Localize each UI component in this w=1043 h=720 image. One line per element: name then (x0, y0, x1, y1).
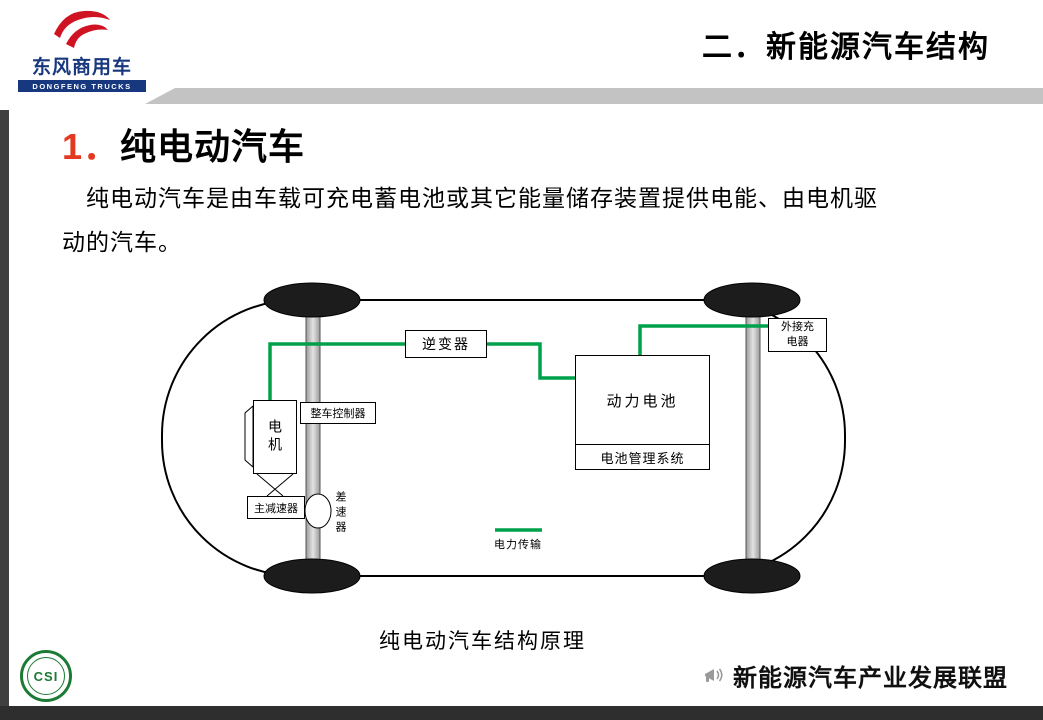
vehicle-controller-box: 整车控制器 (300, 402, 376, 424)
diagram-canvas (161, 282, 846, 594)
differential-symbol (304, 493, 332, 529)
inverter-box: 逆变器 (405, 330, 487, 358)
wheel-rear-left (263, 558, 361, 594)
csi-logo: CSI (20, 650, 72, 702)
section-number: 1． (62, 126, 121, 167)
power-line-motor-inverter (268, 342, 405, 400)
slide-title: 二．新能源汽车结构 (702, 31, 990, 64)
diagram-caption: 纯电动汽车结构原理 (379, 629, 586, 653)
main-reducer-box: 主减速器 (247, 496, 305, 519)
external-charger-line2: 电器 (786, 336, 809, 348)
alliance-footer: 新能源汽车产业发展联盟 (702, 658, 1008, 693)
section-heading: 1．纯电动汽车 (62, 118, 305, 170)
body-line-2: 动的汽车。 (62, 229, 182, 255)
wheel-front-left (263, 282, 361, 318)
battery-management-label: 电池管理系统 (576, 444, 709, 469)
csi-logo-text: CSI (27, 657, 65, 695)
power-line-battery-charger (638, 324, 768, 355)
body-paragraph: 纯电动汽车是由车载可充电蓄电池或其它能量储存装置提供电能、由电机驱 动的汽车。 (62, 176, 992, 264)
rear-axle (745, 315, 761, 563)
megaphone-icon (705, 668, 723, 682)
legend-label: 电力传输 (494, 539, 542, 551)
section-title: 纯电动汽车 (120, 126, 306, 167)
car-body-outline (161, 299, 846, 577)
bottom-edge-bar (0, 706, 1043, 720)
brand-name: 东风商用车 (31, 57, 132, 78)
motor-shaft-line (266, 473, 294, 497)
dongfeng-logo: 东风商用车 DONGFENG TRUCKS (18, 8, 146, 92)
motor-shaft-line (256, 473, 284, 497)
dongfeng-emblem-icon (54, 10, 110, 48)
external-charger-box: 外接充 电器 (768, 318, 827, 352)
wheel-front-right (703, 282, 801, 318)
motor-housing (244, 404, 254, 469)
battery-label: 动力电池 (606, 392, 679, 410)
body-line-1: 纯电动汽车是由车载可充电蓄电池或其它能量储存装置提供电能、由电机驱 (86, 185, 878, 211)
alliance-label: 新能源汽车产业发展联盟 (733, 665, 1008, 692)
external-charger-line1: 外接充 (781, 321, 814, 334)
wheel-rear-right (703, 558, 801, 594)
motor-label: 电机 (267, 419, 283, 455)
motor-box: 电机 (253, 400, 297, 474)
differential-label: 差速器 (334, 490, 346, 536)
ev-structure-diagram: 逆变器 电机 整车控制器 主减速器 差速器 动力电池 电池管理系统 外接充 电器… (150, 272, 855, 607)
left-edge-bar (0, 110, 9, 720)
battery-box: 动力电池 电池管理系统 (575, 355, 710, 470)
header-banner (145, 88, 1043, 104)
brand-subtitle: DONGFENG TRUCKS (18, 80, 146, 92)
power-line-inverter-battery (487, 342, 575, 380)
